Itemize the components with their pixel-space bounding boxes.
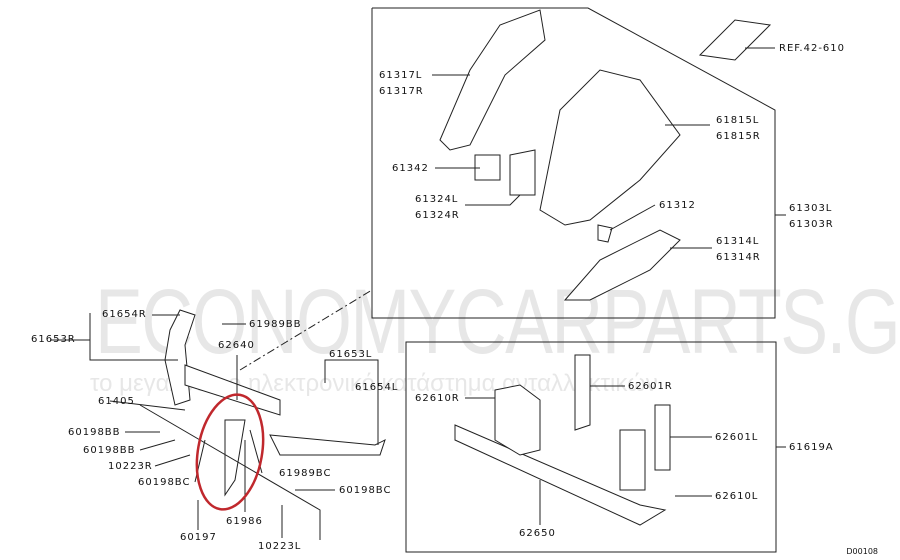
part-61653L[interactable]: 61653L <box>329 349 373 360</box>
part-61986[interactable]: 61986 <box>226 516 263 527</box>
part-60197[interactable]: 60197 <box>180 532 217 543</box>
part-61989BB[interactable]: 61989BB <box>249 319 302 330</box>
part-62650[interactable]: 62650 <box>519 528 556 539</box>
part-61815L[interactable]: 61815L <box>716 115 760 126</box>
watermark-brand: ECONOMYCARPARTS.GR <box>95 271 900 373</box>
part-62610R[interactable]: 62610R <box>415 393 460 404</box>
upper-group-frame <box>371 7 776 319</box>
part-62601R[interactable]: 62601R <box>628 381 673 392</box>
part-10223L[interactable]: 10223L <box>258 541 302 552</box>
diagram-code: D00108 <box>846 547 878 556</box>
part-61317L[interactable]: 61317L <box>379 70 423 81</box>
part-61342[interactable]: 61342 <box>392 163 429 174</box>
part-60198BB-2[interactable]: 60198BB <box>83 445 136 456</box>
part-61324R[interactable]: 61324R <box>415 210 460 221</box>
part-61312[interactable]: 61312 <box>659 200 696 211</box>
part-61324L[interactable]: 61324L <box>415 194 459 205</box>
part-61303R[interactable]: 61303R <box>789 219 834 230</box>
ref-label: REF.42-610 <box>779 43 846 54</box>
part-61653R[interactable]: 61653R <box>31 334 76 345</box>
part-61303L[interactable]: 61303L <box>789 203 833 214</box>
part-61405[interactable]: 61405 <box>98 396 135 407</box>
part-62640[interactable]: 62640 <box>218 340 255 351</box>
part-61619A[interactable]: 61619A <box>789 442 834 453</box>
part-60198BB-1[interactable]: 60198BB <box>68 427 121 438</box>
highlight-circle <box>195 393 265 511</box>
part-10223R[interactable]: 10223R <box>108 461 153 472</box>
part-61317R[interactable]: 61317R <box>379 86 424 97</box>
lower-group-frame <box>405 341 777 553</box>
part-60198BC-2[interactable]: 60198BC <box>339 485 392 496</box>
part-61654L[interactable]: 61654L <box>355 382 399 393</box>
part-61989BC[interactable]: 61989BC <box>279 468 332 479</box>
part-61314L[interactable]: 61314L <box>716 236 760 247</box>
part-60198BC-1[interactable]: 60198BC <box>138 477 191 488</box>
part-61815R[interactable]: 61815R <box>716 131 761 142</box>
part-62601L[interactable]: 62601L <box>715 432 759 443</box>
part-61654R[interactable]: 61654R <box>102 309 147 320</box>
part-62610L[interactable]: 62610L <box>715 491 759 502</box>
part-61314R[interactable]: 61314R <box>716 252 761 263</box>
